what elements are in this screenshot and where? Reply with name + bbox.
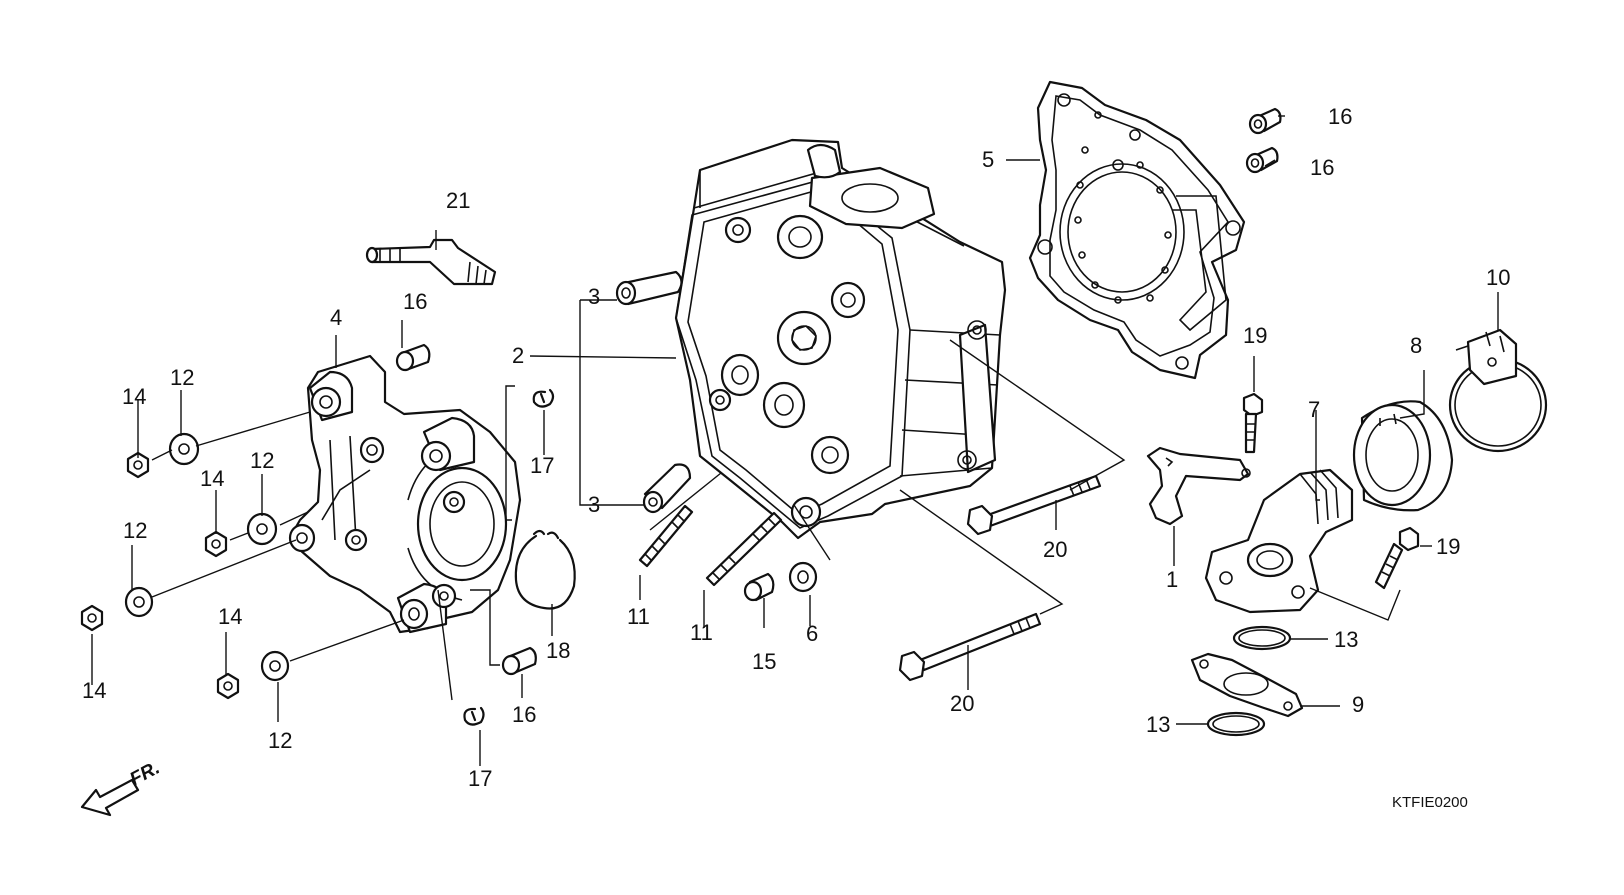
callout-14: 14 bbox=[218, 604, 242, 629]
valve-guide-lower bbox=[642, 463, 692, 514]
callout-17: 17 bbox=[468, 766, 492, 791]
cylinder-head-gasket bbox=[1028, 80, 1246, 380]
long-bolt-upper bbox=[966, 474, 1102, 536]
callout-12: 12 bbox=[123, 518, 147, 543]
callout-21: 21 bbox=[446, 188, 470, 213]
callout-11: 11 bbox=[627, 604, 650, 629]
dowel-pin-left bbox=[395, 343, 431, 372]
nut-14-b bbox=[204, 530, 228, 558]
callout-5: 5 bbox=[982, 147, 994, 172]
spark-plug bbox=[365, 238, 497, 286]
dowel-pin-16-lower bbox=[501, 646, 537, 676]
intake-gasket-plate bbox=[1190, 652, 1304, 718]
nut-14-a bbox=[126, 451, 150, 479]
callout-15: 15 bbox=[752, 649, 776, 674]
callout-12: 12 bbox=[250, 448, 274, 473]
leader-lines bbox=[91, 115, 1499, 766]
catalog-code: KTFIE0200 bbox=[1392, 794, 1468, 811]
callout-9: 9 bbox=[1352, 692, 1364, 717]
bracket bbox=[1146, 446, 1251, 526]
dowel-pin-upper bbox=[1248, 107, 1282, 135]
callout-labels: 16 16 5 3 3 2 21 16 4 12 14 12 14 12 14 … bbox=[82, 104, 1510, 791]
bolt-19-upper bbox=[1242, 392, 1264, 454]
intake-insulator bbox=[1352, 400, 1454, 512]
callout-16: 16 bbox=[403, 289, 427, 314]
stud-bolt-right bbox=[705, 511, 783, 587]
washer-12-c bbox=[124, 586, 154, 618]
long-bolt-lower bbox=[898, 612, 1042, 682]
dowel-pin-15 bbox=[743, 572, 775, 602]
callout-14: 14 bbox=[200, 466, 224, 491]
cylinder-head bbox=[674, 138, 1007, 540]
washer-12-a bbox=[168, 432, 200, 466]
callout-17: 17 bbox=[530, 453, 554, 478]
stud-bolt-left bbox=[638, 504, 694, 568]
callout-20: 20 bbox=[950, 691, 974, 716]
front-direction-arrow: FR. bbox=[80, 758, 163, 817]
callout-10: 10 bbox=[1486, 265, 1510, 290]
callout-20: 20 bbox=[1043, 537, 1067, 562]
washer-12-b bbox=[246, 512, 278, 546]
callout-13: 13 bbox=[1146, 712, 1170, 737]
intake-pipe bbox=[1204, 468, 1354, 614]
callout-8: 8 bbox=[1410, 333, 1422, 358]
callout-7: 7 bbox=[1308, 397, 1320, 422]
washer-12-d bbox=[260, 650, 290, 682]
callout-16: 16 bbox=[1310, 155, 1334, 180]
callout-13: 13 bbox=[1334, 627, 1358, 652]
callout-3: 3 bbox=[588, 492, 600, 517]
bolt-19-lower bbox=[1374, 526, 1420, 590]
callout-14: 14 bbox=[82, 678, 106, 703]
callout-2: 2 bbox=[512, 343, 524, 368]
callout-1: 1 bbox=[1166, 567, 1178, 592]
callout-12: 12 bbox=[170, 365, 194, 390]
clip-17-upper bbox=[532, 388, 555, 408]
clip-17-lower bbox=[463, 706, 485, 726]
o-ring-13-lower bbox=[1206, 711, 1266, 737]
side-cover-housing bbox=[288, 354, 522, 634]
nut-14-c bbox=[80, 604, 104, 632]
callout-14: 14 bbox=[122, 384, 146, 409]
sealing-washer bbox=[788, 561, 818, 593]
callout-16: 16 bbox=[1328, 104, 1352, 129]
callout-19: 19 bbox=[1243, 323, 1267, 348]
valve-guide-upper bbox=[615, 270, 683, 306]
callout-3: 3 bbox=[588, 284, 600, 309]
o-ring-13-upper bbox=[1232, 625, 1292, 651]
callout-19: 19 bbox=[1436, 534, 1460, 559]
callout-12: 12 bbox=[268, 728, 292, 753]
dowel-pin-lower bbox=[1245, 146, 1279, 174]
callout-11: 11 bbox=[690, 620, 713, 645]
callout-18: 18 bbox=[546, 638, 570, 663]
callout-16: 16 bbox=[512, 702, 536, 727]
hose-clamp bbox=[1448, 328, 1548, 453]
nut-14-d bbox=[216, 672, 240, 700]
callout-6: 6 bbox=[806, 621, 818, 646]
circlip bbox=[514, 529, 576, 610]
callout-4: 4 bbox=[330, 305, 342, 330]
